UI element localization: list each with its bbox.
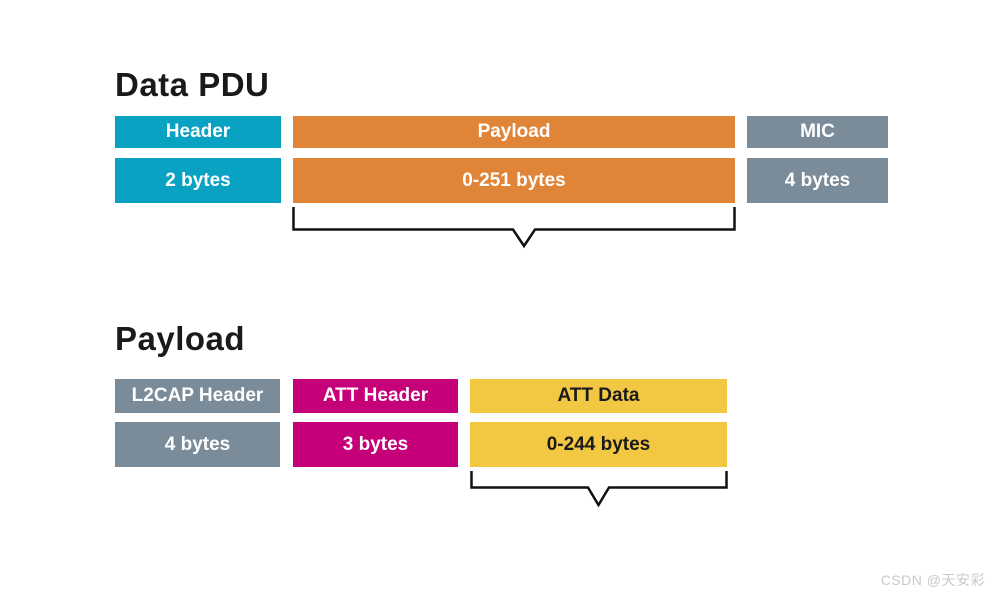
field-box-l2cap-header-name: L2CAP Header <box>115 379 280 413</box>
att-data-brace <box>470 471 728 509</box>
field-box-att-data-size: 0-244 bytes <box>470 422 727 467</box>
field-box-mic-size: 4 bytes <box>747 158 888 203</box>
field-box-att-header-name: ATT Header <box>293 379 458 413</box>
field-box-l2cap-header-size: 4 bytes <box>115 422 280 467</box>
data-pdu-section-title: Data PDU <box>115 66 270 103</box>
brace-icon <box>470 471 728 508</box>
field-box-att-header-size: 3 bytes <box>293 422 458 467</box>
field-box-payload-name: Payload <box>293 116 735 148</box>
field-box-header-name: Header <box>115 116 281 148</box>
csdn-watermark: CSDN @天安彩 <box>880 572 985 588</box>
brace-icon <box>292 207 736 249</box>
field-box-mic-name: MIC <box>747 116 888 148</box>
field-box-payload-size: 0-251 bytes <box>293 158 735 203</box>
payload-brace <box>292 207 736 249</box>
field-box-att-data-name: ATT Data <box>470 379 727 413</box>
field-box-header-size: 2 bytes <box>115 158 281 203</box>
payload-section-title: Payload <box>115 320 246 357</box>
